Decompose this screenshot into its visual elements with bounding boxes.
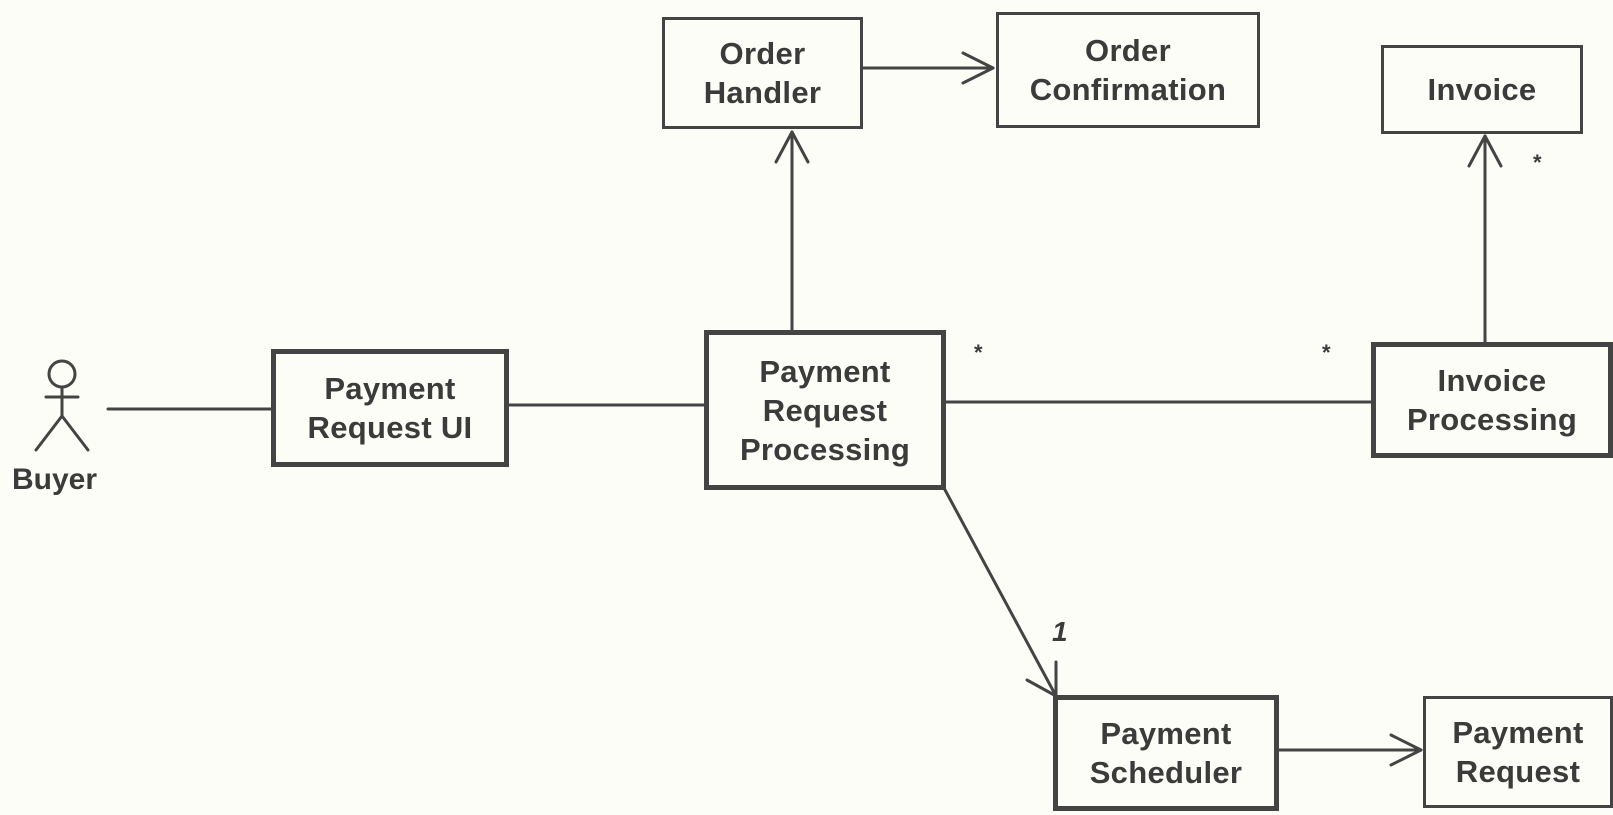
- payment-request-ui-box: Payment Request UI: [271, 349, 509, 467]
- order-confirmation-label: Order Confirmation: [1029, 33, 1227, 107]
- payment-request-label: Payment Request: [1452, 715, 1584, 789]
- payment-request-box: Payment Request: [1423, 696, 1613, 808]
- payment-scheduler-label: Payment Scheduler: [1089, 716, 1243, 790]
- invoice-processing-box: Invoice Processing: [1371, 342, 1613, 458]
- multiplicity-prp-invoice-processing-near: *: [974, 340, 983, 365]
- invoice-processing-label: Invoice Processing: [1406, 363, 1578, 437]
- arrowhead-order-handler: [774, 130, 810, 164]
- invoice-label: Invoice: [1427, 72, 1537, 107]
- edge-processing-payment-scheduler: [942, 486, 1058, 698]
- payment-request-processing-label: Payment Request Processing: [739, 353, 911, 467]
- payment-request-ui-label: Payment Request UI: [307, 371, 473, 445]
- multiplicity-prp-payment-scheduler: 1: [1052, 616, 1068, 647]
- multiplicity-invoice-processing-invoice: *: [1533, 150, 1542, 175]
- invoice-box: Invoice: [1381, 45, 1583, 134]
- arrowhead-invoice: [1467, 134, 1503, 168]
- payment-request-processing-box: Payment Request Processing: [704, 330, 946, 490]
- arrowhead-order-confirmation: [961, 51, 995, 85]
- order-handler-label: Order Handler: [703, 36, 822, 110]
- order-handler-box: Order Handler: [662, 17, 863, 129]
- multiplicity-prp-invoice-processing-far: *: [1322, 340, 1331, 365]
- order-confirmation-box: Order Confirmation: [996, 12, 1260, 128]
- payment-scheduler-box: Payment Scheduler: [1053, 695, 1279, 811]
- arrowhead-payment-request: [1389, 733, 1423, 767]
- buyer-actor-figure: [34, 359, 90, 452]
- buyer-label: Buyer: [12, 463, 98, 496]
